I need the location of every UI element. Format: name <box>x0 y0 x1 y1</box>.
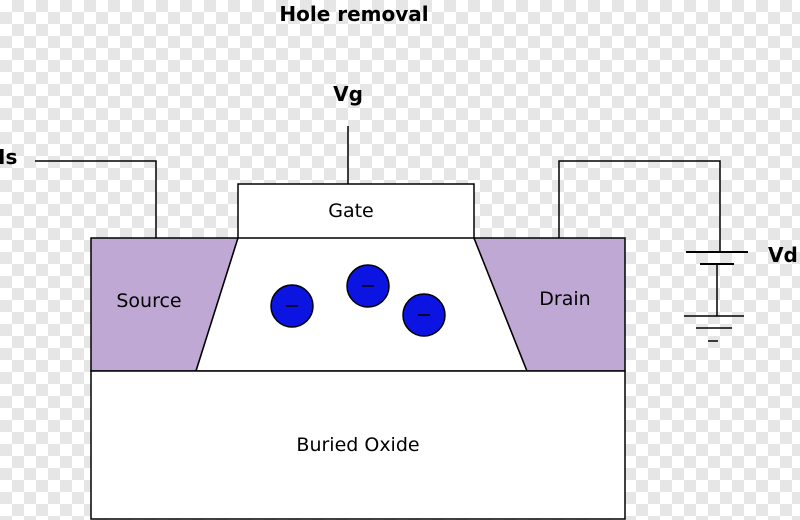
ground-symbol <box>684 315 744 342</box>
buried-oxide-label: Buried Oxide <box>296 434 419 456</box>
buried-oxide-layer <box>90 370 626 520</box>
source-label: Source <box>116 290 181 312</box>
charge-3 <box>402 293 446 337</box>
vd-label: Vd <box>768 243 798 267</box>
is-label: Is <box>0 145 17 169</box>
vg-label: Vg <box>333 82 363 106</box>
charge-1 <box>270 284 314 328</box>
charge-2 <box>346 264 390 308</box>
drain-label: Drain <box>539 288 590 310</box>
drain-wire <box>558 160 721 252</box>
diagram-title: Hole removal <box>279 2 428 26</box>
source-wire <box>35 160 157 238</box>
battery-symbol <box>686 251 748 316</box>
gate-label: Gate <box>328 200 374 222</box>
